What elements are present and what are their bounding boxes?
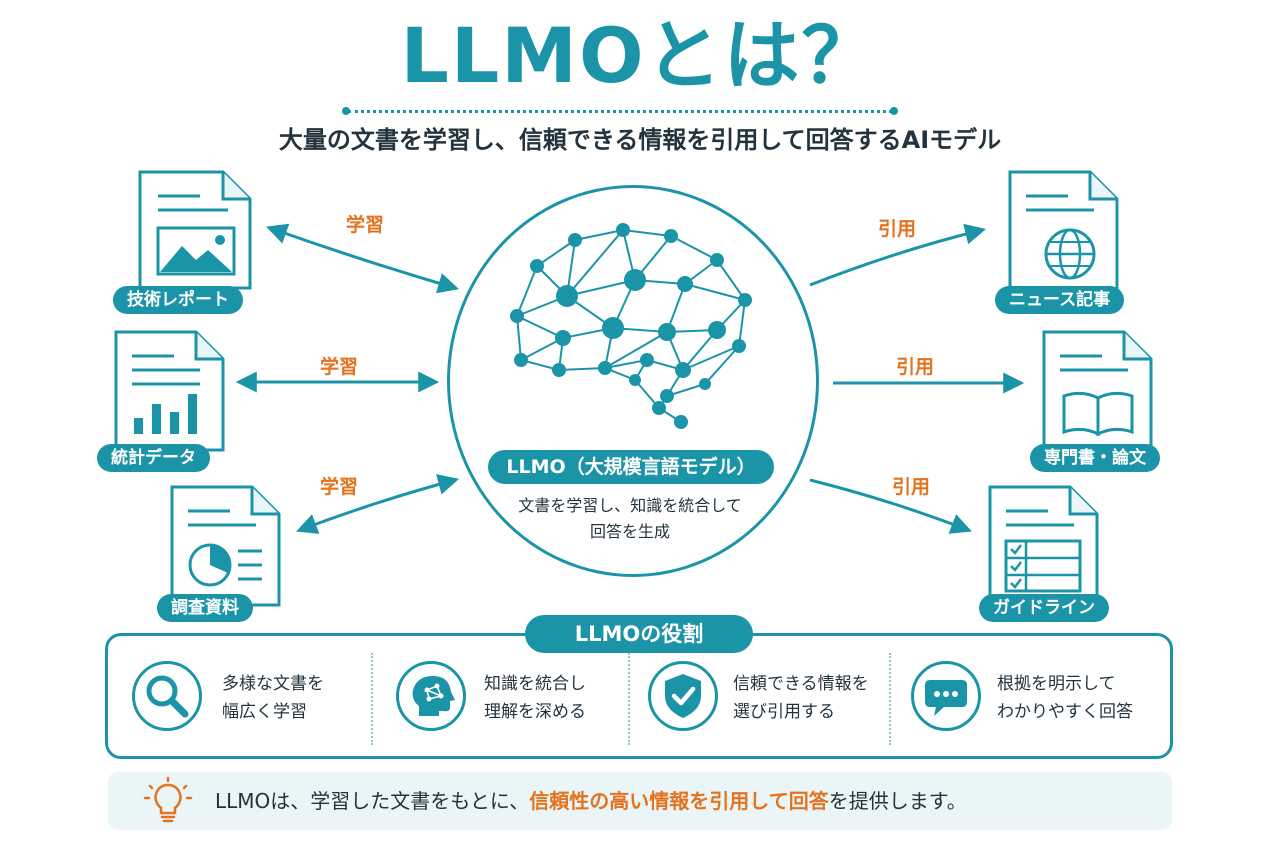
pie-chart-document-icon [170,485,281,607]
learn-arrow-3 [296,474,460,534]
role-1-line-2: 幅広く学習 [222,702,307,722]
roles-panel [105,633,1173,759]
cite-label-1: 引用 [878,218,917,240]
magnifier-icon [132,661,202,731]
book-document-icon [1042,330,1153,452]
chat-bubble-icon [911,661,981,731]
brain-network-icon [510,223,752,429]
summary-text-before: LLMOは、学習した文書をもとに、 [215,789,530,813]
cite-label-3: 引用 [892,476,931,498]
cite-arrow-1 [809,223,987,287]
lightbulb-icon [143,776,193,823]
role-separator [371,653,373,745]
doc-label-papers: 専門書・論文 [1030,444,1160,472]
checklist-document-icon [988,485,1099,607]
role-1-line-1: 多様な文書を [222,674,324,694]
learn-arrow-1 [266,223,460,294]
head-brain-icon [396,661,466,731]
llmo-desc-line-1: 文書を学習し、知識を統合して [518,496,742,515]
page-subtitle: 大量の文書を学習し、信頼できる情報を引用して回答するAIモデル [278,126,1002,154]
llmo-center-circle [447,185,819,577]
cite-label-2: 引用 [896,356,935,378]
cite-arrow-3 [809,478,972,534]
doc-label-news: ニュース記事 [995,286,1125,314]
role-2-line-2: 理解を深める [484,702,586,722]
learn-label-3: 学習 [320,476,359,498]
doc-label-tech-report: 技術レポート [113,286,243,314]
doc-label-guidelines: ガイドライン [979,594,1109,622]
role-3-line-1: 信頼できる情報を [733,674,869,694]
role-separator [628,653,630,745]
role-4-line-1: 根拠を明示して [997,674,1116,694]
summary-text: LLMOは、学習した文書をもとに、信頼性の高い情報を引用して回答を提供します。 [215,772,967,830]
role-4-line-2: わかりやすく回答 [997,702,1133,722]
roles-title: LLMOの役割 [525,615,753,653]
globe-document-icon [1008,170,1119,292]
learn-label-2: 学習 [320,356,359,378]
page-title: LLMOとは？ [400,11,880,100]
doc-label-statistics: 統計データ [97,444,210,472]
role-2-line-1: 知識を統合し [484,674,586,694]
bar-chart-document-icon [114,330,225,452]
learn-label-1: 学習 [346,214,385,236]
image-document-icon [138,170,252,290]
summary-text-after: を提供します。 [828,789,967,813]
title-underline [342,107,898,115]
summary-bar [108,772,1172,830]
summary-text-highlight: 信頼性の高い情報を引用して回答 [529,789,829,813]
llmo-name-badge: LLMO（大規模言語モデル） [488,450,774,484]
role-3-line-2: 選び引用する [733,702,835,722]
doc-label-survey: 調査資料 [157,594,253,622]
shield-check-icon [648,661,718,731]
llmo-desc-line-2: 回答を生成 [589,522,670,541]
role-separator [889,653,891,745]
